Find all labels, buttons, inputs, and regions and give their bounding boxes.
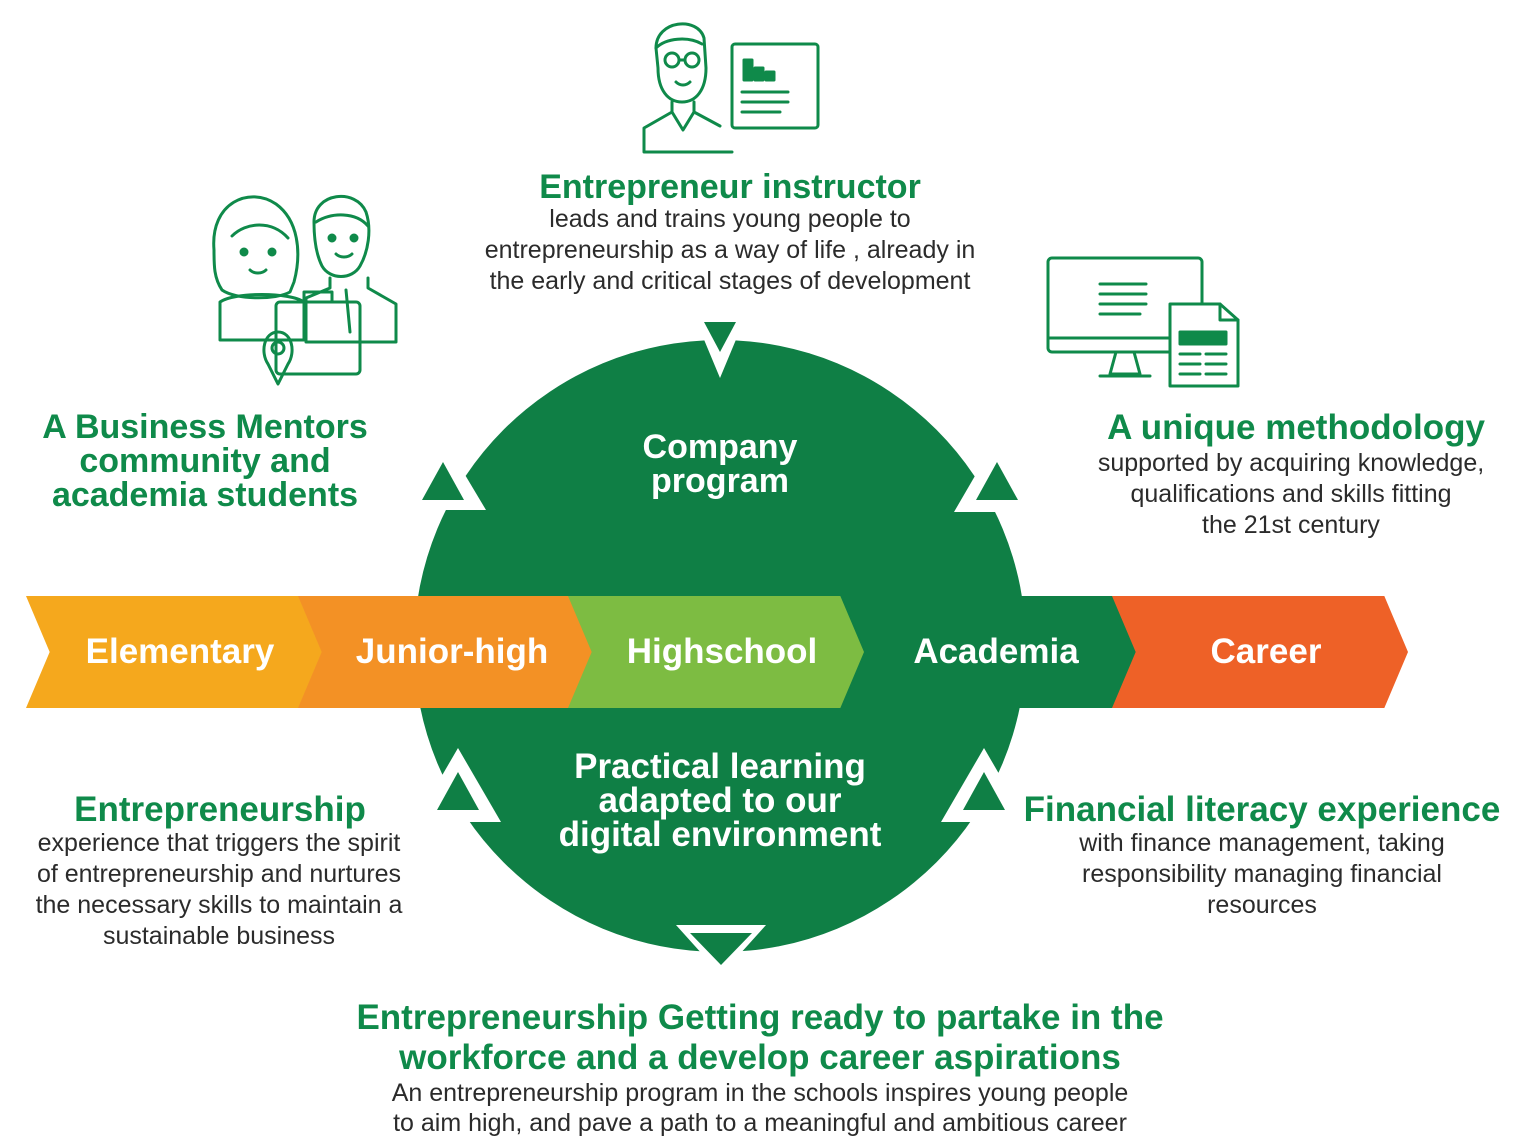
mentors-title-line: A Business Mentors [42,408,368,446]
entrepreneurship-line: experience that triggers the spirit [37,829,401,857]
stage-highschool: Highschool [568,596,864,708]
instructor-line: the early and critical stages of develop… [489,267,971,295]
stage-academia: Academia [842,596,1138,708]
stage-label: Junior-high [355,632,549,671]
mentors-title-line: community and [79,442,331,480]
mentors-title: A Business Mentors community and academi… [20,410,390,512]
stage-label: Academia [913,632,1079,671]
financial-literacy-line: resources [1207,891,1317,919]
career-readiness-title-line: Entrepreneurship Getting ready to partak… [356,998,1164,1037]
teacher-with-board-icon [642,22,820,154]
stage-elementary: Elementary [26,596,322,708]
stage-label: Career [1210,632,1322,671]
career-readiness-description: An entrepreneurship program in the schoo… [300,1078,1220,1138]
stage-label: Highschool [626,632,818,671]
entrepreneurship-line: the necessary skills to maintain a [35,891,403,919]
stage-label: Elementary [85,632,275,671]
instructor-title: Entrepreneur instructor [539,168,921,206]
financial-literacy-line: responsibility managing financial [1082,860,1442,888]
computer-and-document-icon [1046,256,1240,388]
methodology-line: the 21st century [1202,511,1380,539]
circle-lower-label: Practical learning adapted to our digita… [520,747,920,854]
financial-literacy-description: with finance management, taking responsi… [1032,828,1492,921]
circle-lower-line: digital environment [558,815,882,854]
career-readiness-line: An entrepreneurship program in the schoo… [391,1079,1129,1107]
instructor-line: leads and trains young people to [549,205,911,233]
mentors-title-line: academia students [51,476,359,514]
career-readiness-line: to aim high, and pave a path to a meanin… [393,1109,1127,1137]
entrepreneurship-description: experience that triggers the spirit of e… [4,828,434,952]
stage-career: Career [1112,596,1408,708]
entrepreneurship-title: Entrepreneurship [74,790,366,829]
circle-upper-line: Company [642,428,798,466]
stage-junior-high: Junior-high [298,596,594,708]
career-readiness-title-line: workforce and a develop career aspiratio… [399,1038,1121,1077]
career-readiness-title: Entrepreneurship Getting ready to partak… [320,998,1200,1078]
methodology-line: qualifications and skills fitting [1130,480,1452,508]
circle-upper-label: Company program [560,430,880,498]
financial-literacy-line: with finance management, taking [1079,829,1445,857]
instructor-description: leads and trains young people to entrepr… [420,204,1040,297]
circle-upper-line: program [651,462,789,500]
methodology-line: supported by acquiring knowledge, [1097,449,1485,477]
instructor-line: entrepreneurship as a way of life , alre… [484,236,976,264]
financial-literacy-title: Financial literacy experience [1023,790,1501,829]
methodology-title: A unique methodology [1107,408,1485,447]
circle-lower-line: Practical learning [574,747,866,786]
methodology-description: supported by acquiring knowledge, qualif… [1066,448,1516,541]
entrepreneurship-line: sustainable business [102,922,336,950]
entrepreneurship-line: of entrepreneurship and nurtures [36,860,402,888]
circle-lower-line: adapted to our [598,781,842,820]
two-people-with-briefcase-icon [212,195,398,386]
